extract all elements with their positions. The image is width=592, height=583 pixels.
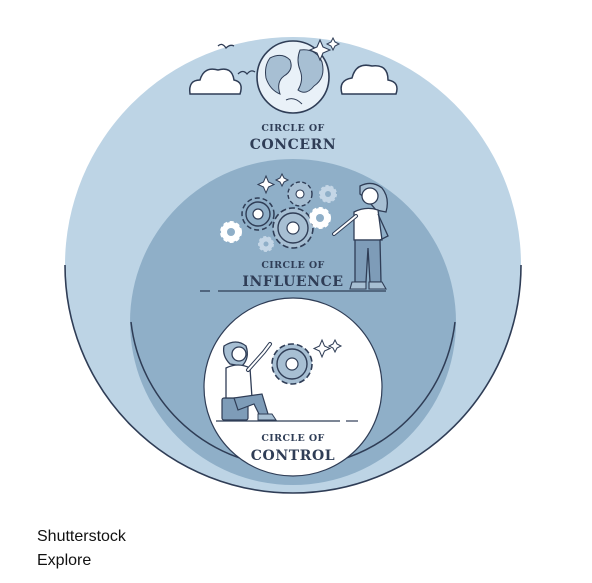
- caption-source: Shutterstock: [37, 528, 126, 545]
- concern-title: CONCERN: [250, 137, 337, 153]
- bird-icon: [217, 43, 235, 50]
- gear-icon: [220, 221, 242, 243]
- gear-icon: [319, 185, 337, 203]
- concern-circle-outline: [64, 264, 522, 494]
- control-title: CONTROL: [251, 448, 335, 464]
- sparkle-icon: [256, 174, 276, 195]
- gear-icon: [287, 181, 313, 207]
- cloud-icon: [340, 64, 398, 95]
- concern-prefix: CIRCLE OF: [261, 123, 324, 134]
- sparkle-icon: [312, 338, 332, 359]
- sparkle-icon: [327, 338, 343, 354]
- control-prefix: CIRCLE OF: [261, 433, 324, 444]
- influence-prefix: CIRCLE OF: [261, 260, 324, 271]
- influence-title: INFLUENCE: [242, 274, 343, 290]
- person-icon: [221, 341, 277, 421]
- globe-icon: [256, 40, 330, 114]
- circle-of-control-diagram: CIRCLE OF CONCERN: [64, 36, 522, 494]
- gear-icon: [309, 207, 331, 229]
- sparkle-icon: [325, 36, 341, 52]
- sparkle-icon: [274, 172, 290, 188]
- gear-icon: [271, 343, 313, 385]
- gear-icon: [241, 197, 275, 231]
- control-circle: [203, 297, 383, 477]
- sparkle-icon: [308, 38, 332, 62]
- gear-icon: [258, 236, 274, 252]
- person-icon: [332, 182, 389, 290]
- gear-icon: [272, 207, 314, 249]
- bird-icon: [237, 70, 256, 76]
- cloud-icon: [188, 68, 242, 95]
- caption-explore[interactable]: Explore: [37, 552, 92, 569]
